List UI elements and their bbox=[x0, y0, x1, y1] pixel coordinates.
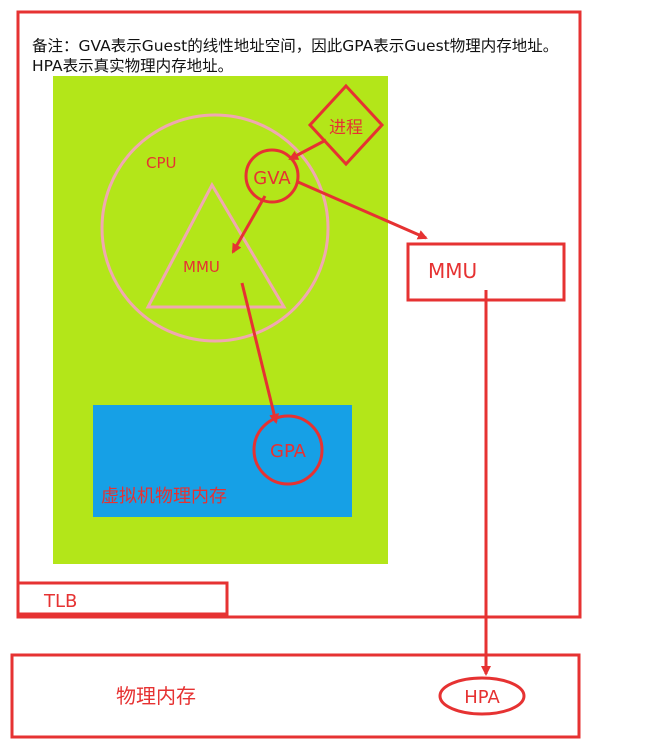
hpa-ellipse bbox=[438, 676, 526, 716]
process-label: 进程 bbox=[329, 118, 363, 138]
inner-mmu-triangle bbox=[145, 181, 287, 309]
arrow-inner-mmu-to-gpa bbox=[240, 282, 279, 424]
gpa-circle bbox=[252, 414, 324, 486]
vm-memory-label: 虚拟机物理内存 bbox=[101, 486, 227, 507]
outer-mmu-label: MMU bbox=[428, 259, 477, 283]
process-diamond bbox=[307, 83, 385, 167]
gva-label: GVA bbox=[253, 168, 291, 189]
tlb-label: TLB bbox=[43, 591, 77, 612]
hpa-label: HPA bbox=[464, 687, 500, 708]
gpa-label: GPA bbox=[270, 441, 307, 462]
cpu-label: CPU bbox=[146, 154, 177, 172]
inner-mmu-label: MMU bbox=[183, 258, 220, 276]
host-outer-box bbox=[16, 10, 582, 619]
physical-memory-label: 物理内存 bbox=[116, 684, 196, 708]
cpu-circle bbox=[100, 113, 330, 343]
note-text: 备注：GVA表示Guest的线性地址空间，因此GPA表示Guest物理内存地址。… bbox=[32, 37, 559, 75]
tlb-box bbox=[16, 581, 229, 616]
gva-circle bbox=[244, 148, 300, 204]
arrow-gva-to-inner-mmu bbox=[231, 195, 267, 254]
arrow-gva-to-outer-mmu bbox=[297, 180, 428, 240]
arrow-process-to-gva bbox=[288, 138, 327, 161]
